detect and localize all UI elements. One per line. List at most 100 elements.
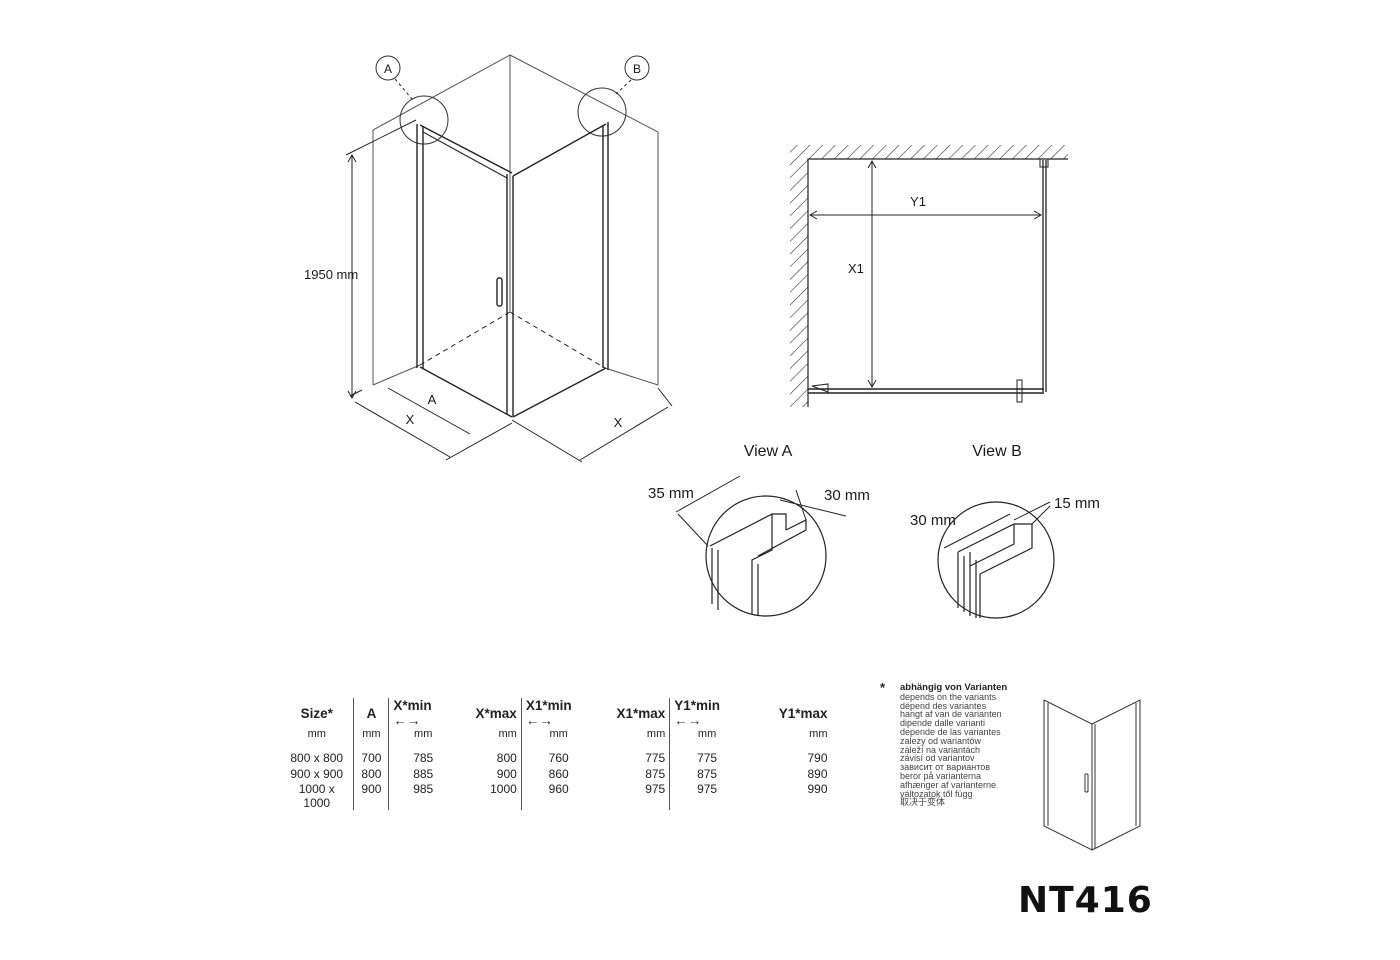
ceiling-fixing bbox=[1039, 158, 1049, 168]
cell-a: 900 bbox=[353, 782, 390, 810]
unit-cell: mm bbox=[549, 728, 568, 740]
door-handle bbox=[496, 277, 503, 307]
header-x1-max: X1*max bbox=[595, 698, 671, 728]
cell-y1-max: 990 bbox=[807, 782, 828, 796]
note-line: változatok től függ bbox=[900, 788, 973, 799]
view-b-dim1-line bbox=[943, 513, 1011, 549]
header-x-min: X*min ←→ bbox=[393, 698, 432, 728]
note-line: hangt af van de varianten bbox=[900, 709, 1002, 720]
table-row: 1000 x 1000 900 985 1000 960 975 975 990 bbox=[280, 782, 832, 810]
note-line: 取决于变体 bbox=[900, 797, 946, 808]
view-a-dim1-ext bbox=[677, 513, 709, 547]
unit-cell: mm bbox=[457, 728, 522, 750]
x1-arrow-top bbox=[867, 159, 877, 169]
cell-size: 1000 x 1000 bbox=[280, 782, 355, 810]
hidden-floor-line-left bbox=[419, 311, 511, 366]
cell-a: 700 bbox=[353, 750, 390, 766]
isometric-enclosure bbox=[345, 54, 673, 463]
view-a-dim2-label: 30 mm bbox=[824, 487, 870, 504]
side-panel-top-rail bbox=[512, 123, 607, 177]
note-line: dipende dalle varianti bbox=[900, 718, 986, 729]
cell-x1-min: 960 bbox=[548, 782, 569, 796]
plan-y1-label: Y1 bbox=[910, 194, 926, 209]
cell-y1-min: 975 bbox=[697, 782, 718, 796]
height-extension-top bbox=[345, 119, 417, 156]
view-a-profile-outer bbox=[709, 513, 787, 547]
note-line: depende de las variantes bbox=[900, 726, 1001, 737]
note-line: zależy od wariantów bbox=[900, 735, 982, 746]
view-a-dim1-label: 35 mm bbox=[648, 485, 694, 502]
cell-x-max: 1000 bbox=[457, 782, 522, 810]
cell-y1-min: 875 bbox=[697, 767, 718, 781]
hidden-floor-line-right bbox=[509, 311, 606, 369]
table-row: 800 x 800 700 785 800 760 775 775 790 bbox=[280, 750, 832, 766]
cell-x1-max: 775 bbox=[595, 750, 671, 766]
plan-x1-label: X1 bbox=[848, 261, 864, 276]
unit-cell: mm bbox=[809, 728, 828, 740]
dim-x-right-line bbox=[579, 406, 669, 461]
view-b-dim2-ext bbox=[1031, 505, 1051, 525]
cell-x-max: 900 bbox=[457, 766, 522, 782]
cell-x-min: 785 bbox=[413, 751, 434, 765]
dim-x-right-ext-2 bbox=[657, 387, 673, 407]
door-handle-plan bbox=[1016, 379, 1023, 403]
height-label: 1950 mm bbox=[304, 267, 358, 282]
callout-b-label: B bbox=[633, 62, 641, 76]
enclosure-thumbnail bbox=[1043, 699, 1141, 851]
cell-x1-max: 875 bbox=[595, 766, 671, 782]
cell-x1-min: 760 bbox=[548, 751, 569, 765]
door-hinge-plan bbox=[811, 383, 829, 393]
unit-cell: mm bbox=[353, 728, 390, 750]
header-y1-max: Y1*max bbox=[778, 705, 828, 721]
y1-arrow-right bbox=[1033, 210, 1043, 220]
side-wall-hatch bbox=[790, 145, 808, 407]
dim-a-line bbox=[387, 387, 471, 435]
ceiling-wall-hatch bbox=[808, 145, 1068, 159]
view-a-title: View A bbox=[744, 443, 793, 460]
header-x-max: X*max bbox=[457, 698, 522, 728]
y1-arrow-left bbox=[808, 210, 818, 220]
door-top-rail bbox=[419, 124, 513, 174]
view-b-dim2-line bbox=[1013, 501, 1051, 521]
view-a-dim1-line bbox=[675, 475, 741, 513]
view-b-circle bbox=[937, 501, 1055, 619]
unit-cell: mm bbox=[595, 728, 671, 750]
notes-heading: abhängig von Varianten bbox=[900, 682, 1008, 693]
header-x1-min: X1*min ←→ bbox=[525, 698, 572, 728]
side-panel-bottom-rail bbox=[512, 367, 607, 418]
size-table: Size* A X*min ←→ X*max X1*min ←→ X1*max … bbox=[280, 698, 832, 810]
note-line: depends on the variants bbox=[900, 691, 997, 702]
callout-circle-b bbox=[577, 87, 627, 137]
width-a-label: A bbox=[428, 392, 437, 407]
cell-x1-max: 975 bbox=[595, 782, 671, 810]
note-line: beror på varianterna bbox=[900, 770, 982, 781]
unit-cell: mm bbox=[280, 728, 355, 750]
unit-cell: mm bbox=[414, 728, 433, 740]
table-header-row: Size* A X*min ←→ X*max X1*min ←→ X1*max … bbox=[280, 698, 832, 728]
view-a-dim2-ext bbox=[795, 489, 807, 521]
header-size: Size* bbox=[280, 698, 355, 728]
dim-x-right-ext-1 bbox=[511, 419, 583, 463]
table-row: 900 x 900 800 885 900 860 875 875 890 bbox=[280, 766, 832, 782]
note-line: záleží na variantách bbox=[900, 744, 981, 755]
dim-x-left-line bbox=[354, 401, 451, 458]
floor-edge-right bbox=[604, 367, 659, 386]
door-bottom-rail bbox=[419, 366, 513, 418]
note-line: dépend des variantes bbox=[900, 700, 987, 711]
cell-a: 800 bbox=[353, 766, 390, 782]
callout-bubble-b bbox=[624, 55, 650, 81]
view-b-title: View B bbox=[972, 443, 1022, 460]
cell-y1-min: 775 bbox=[697, 751, 718, 765]
view-b-dim2-label: 15 mm bbox=[1054, 495, 1100, 512]
cell-y1-max: 890 bbox=[807, 767, 828, 781]
height-arrow-top bbox=[347, 153, 357, 163]
width-x-right-label: X bbox=[614, 415, 623, 430]
cell-x-min: 885 bbox=[413, 767, 434, 781]
view-a-profile-edge bbox=[757, 519, 807, 557]
width-x-left-label: X bbox=[406, 412, 415, 427]
view-a-circle bbox=[705, 495, 827, 617]
callout-bubble-a bbox=[375, 55, 401, 81]
callout-leader-b bbox=[615, 79, 632, 95]
view-a-dim2-line bbox=[779, 499, 847, 517]
